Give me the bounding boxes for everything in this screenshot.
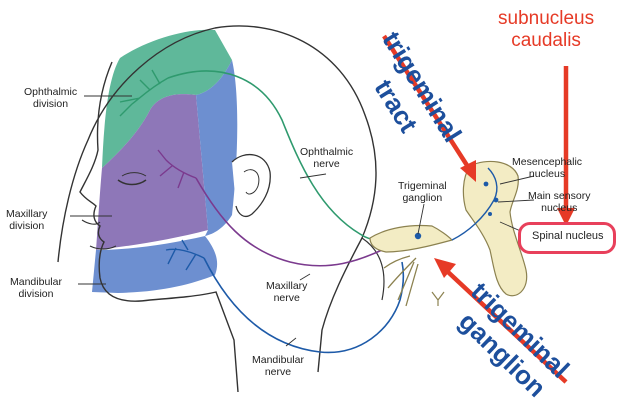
nostril xyxy=(82,220,100,224)
ganglion xyxy=(370,226,452,253)
small-root xyxy=(432,292,444,306)
spinal-nucleus-label: Spinal nucleus xyxy=(532,230,604,242)
ear xyxy=(232,155,270,217)
brainstem xyxy=(463,161,526,295)
